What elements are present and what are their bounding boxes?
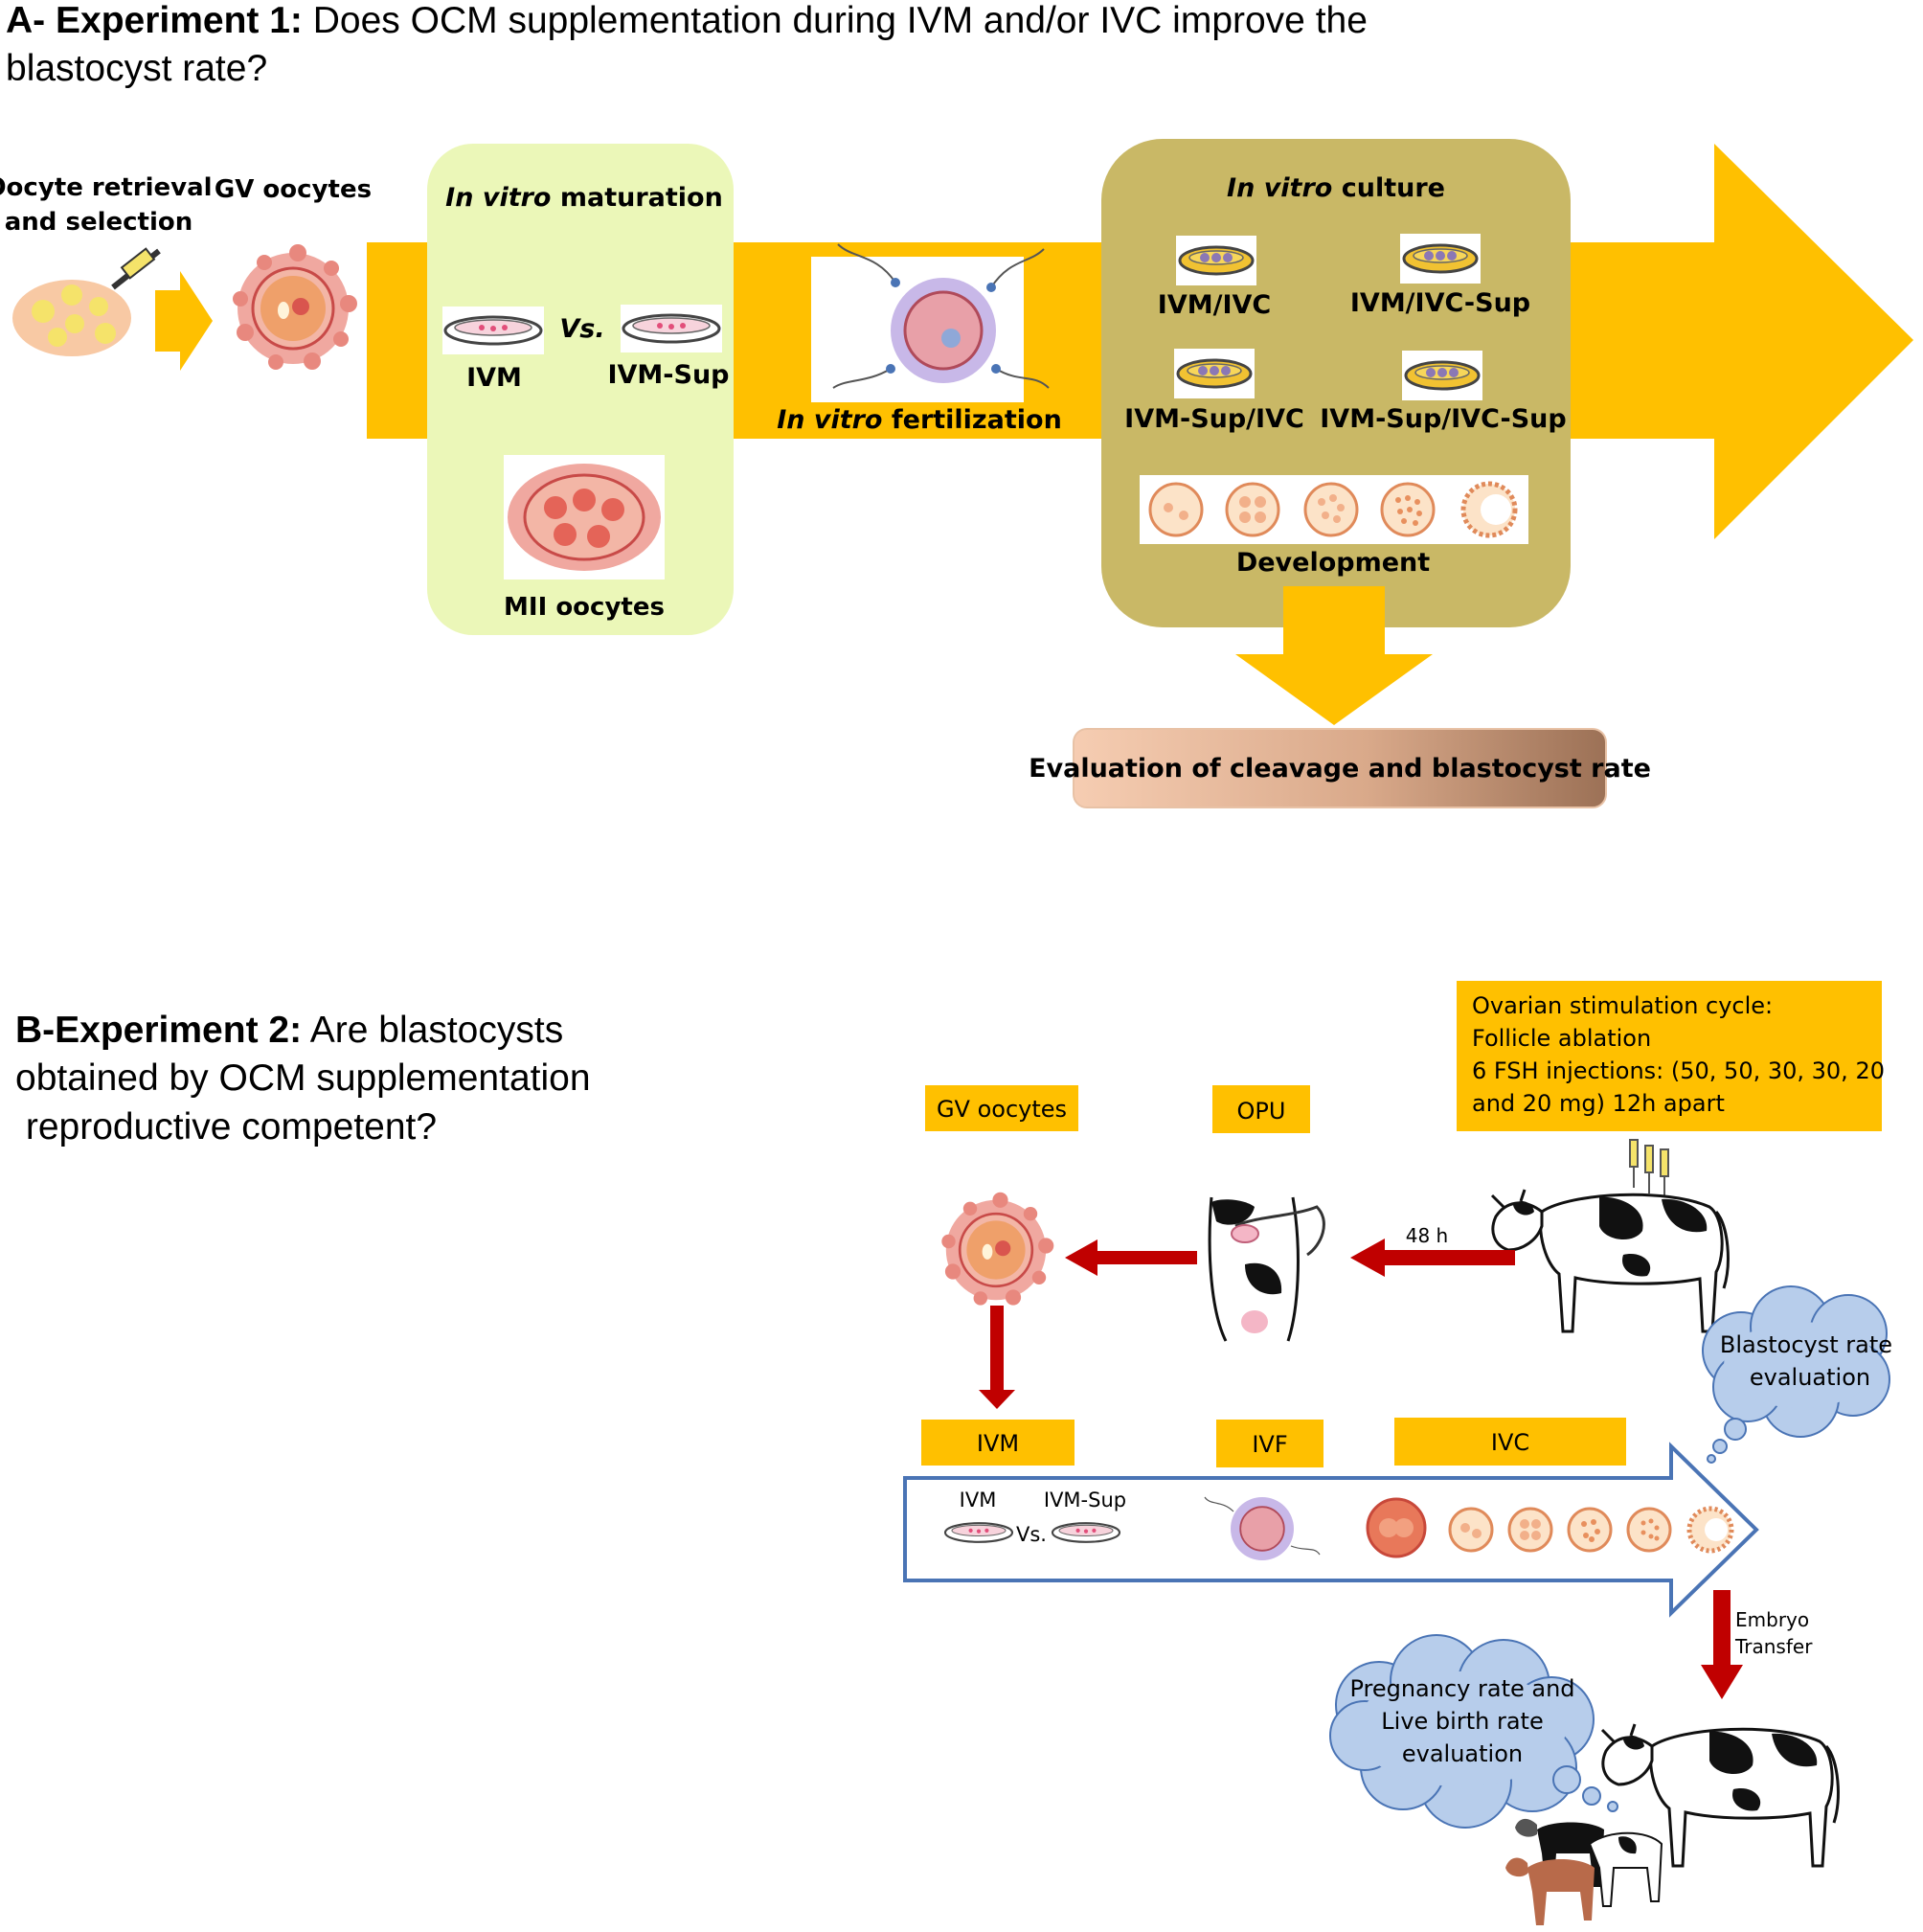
retrieval-label-line2: and selection xyxy=(5,208,193,237)
exp2-flow-arrow xyxy=(903,1442,1759,1618)
ivc-stage-label: IVC xyxy=(1491,1429,1529,1456)
gv-oocytes-box xyxy=(925,1085,1078,1131)
ivm-small-label: IVM xyxy=(960,1489,997,1512)
ivc-group-3: IVM-Sup/IVC xyxy=(1124,404,1304,434)
calves-icon xyxy=(1505,1818,1663,1925)
experiment2-heading-line2: obtained by OCM supplementation xyxy=(15,1057,591,1099)
pregnancy-cloud-line1: Pregnancy rate and xyxy=(1349,1675,1574,1702)
blastocyst-cloud-line2: evaluation xyxy=(1750,1364,1870,1391)
opu-box xyxy=(1212,1085,1310,1133)
ovary-icon xyxy=(12,280,131,356)
red-arrow-stim-to-opu xyxy=(1350,1239,1515,1277)
ivm-stage-label: IVM xyxy=(977,1430,1019,1457)
vs-small-label: Vs. xyxy=(1016,1523,1047,1546)
ivm-label: IVM xyxy=(466,363,522,393)
experiment1-heading-line2: blastocyst rate? xyxy=(6,48,267,89)
syringe-icon xyxy=(111,247,161,290)
fsh-syringes-icon xyxy=(1629,1139,1669,1197)
ivc-group-1: IVM/IVC xyxy=(1158,290,1271,320)
ivf-label: In vitro fertilization xyxy=(777,405,1062,435)
opu-label: OPU xyxy=(1237,1098,1286,1125)
evaluation-label: Evaluation of cleavage and blastocyst ra… xyxy=(1029,754,1651,784)
experiment1-heading: A- Experiment 1: Does OCM supplementatio… xyxy=(6,0,1368,41)
development-label: Development xyxy=(1236,548,1430,578)
embryo-stages-small xyxy=(1366,1497,1734,1558)
stimulation-line4: and 20 mg) 12h apart xyxy=(1472,1090,1725,1117)
ivc-stage-box xyxy=(1394,1418,1626,1466)
ivc-group-4: IVM-Sup/IVC-Sup xyxy=(1320,404,1566,434)
ivf-stage-label: IVF xyxy=(1252,1431,1287,1458)
ivc-group-2: IVM/IVC-Sup xyxy=(1350,288,1530,318)
small-arrow xyxy=(155,271,213,371)
gv-oocytes-label: GV oocytes xyxy=(215,175,372,204)
transfer-line2: Transfer xyxy=(1734,1635,1813,1658)
red-arrow-transfer xyxy=(1701,1590,1743,1699)
experiment2-heading: B-Experiment 2: Are blastocysts xyxy=(15,1010,563,1051)
mii-oocytes-label: MII oocytes xyxy=(504,593,665,622)
ivc-box-title: In vitro culture xyxy=(1227,173,1445,203)
transfer-line1: Embryo xyxy=(1735,1608,1809,1631)
ivm-sup-label: IVM-Sup xyxy=(607,360,729,390)
stimulation-line3: 6 FSH injections: (50, 50, 30, 30, 20 xyxy=(1472,1057,1885,1084)
red-arrow-opu-to-gv xyxy=(1065,1239,1197,1276)
stimulation-line1: Ovarian stimulation cycle: xyxy=(1472,992,1773,1019)
fertilization-icon xyxy=(832,243,1050,389)
opu-cow-icon xyxy=(1208,1196,1325,1342)
retrieval-label-line1: Oocyte retrieval xyxy=(0,173,213,202)
ivf-small-icon xyxy=(1204,1496,1321,1560)
ivm-box-title: In vitro maturation xyxy=(445,183,723,213)
embryo-stages xyxy=(1148,481,1518,538)
mii-oocyte-icon xyxy=(508,464,661,571)
stimulation-box xyxy=(1457,981,1882,1131)
pregnancy-cloud-line2: Live birth rate xyxy=(1381,1708,1543,1735)
vs-label: Vs. xyxy=(559,314,604,344)
evaluation-box xyxy=(1073,728,1607,808)
blastocyst-cloud-line1: Blastocyst rate xyxy=(1720,1331,1892,1358)
gv-oocytes-label-2: GV oocytes xyxy=(937,1096,1067,1123)
ivf-stage-box xyxy=(1216,1420,1323,1467)
stimulation-line2: Follicle ablation xyxy=(1472,1025,1651,1052)
ivm-stage-box xyxy=(921,1420,1075,1466)
pregnancy-cloud xyxy=(1329,1634,1618,1829)
down-arrow xyxy=(1235,586,1433,725)
ivm-sup-small-label: IVM-Sup xyxy=(1044,1489,1126,1512)
pregnancy-cloud-line3: evaluation xyxy=(1402,1740,1523,1767)
red-arrow-gv-to-ivm xyxy=(979,1306,1015,1409)
blastocyst-cloud xyxy=(1702,1285,1890,1464)
experiment2-heading-line3: reproductive competent? xyxy=(15,1106,437,1148)
hours-label: 48 h xyxy=(1406,1224,1448,1247)
